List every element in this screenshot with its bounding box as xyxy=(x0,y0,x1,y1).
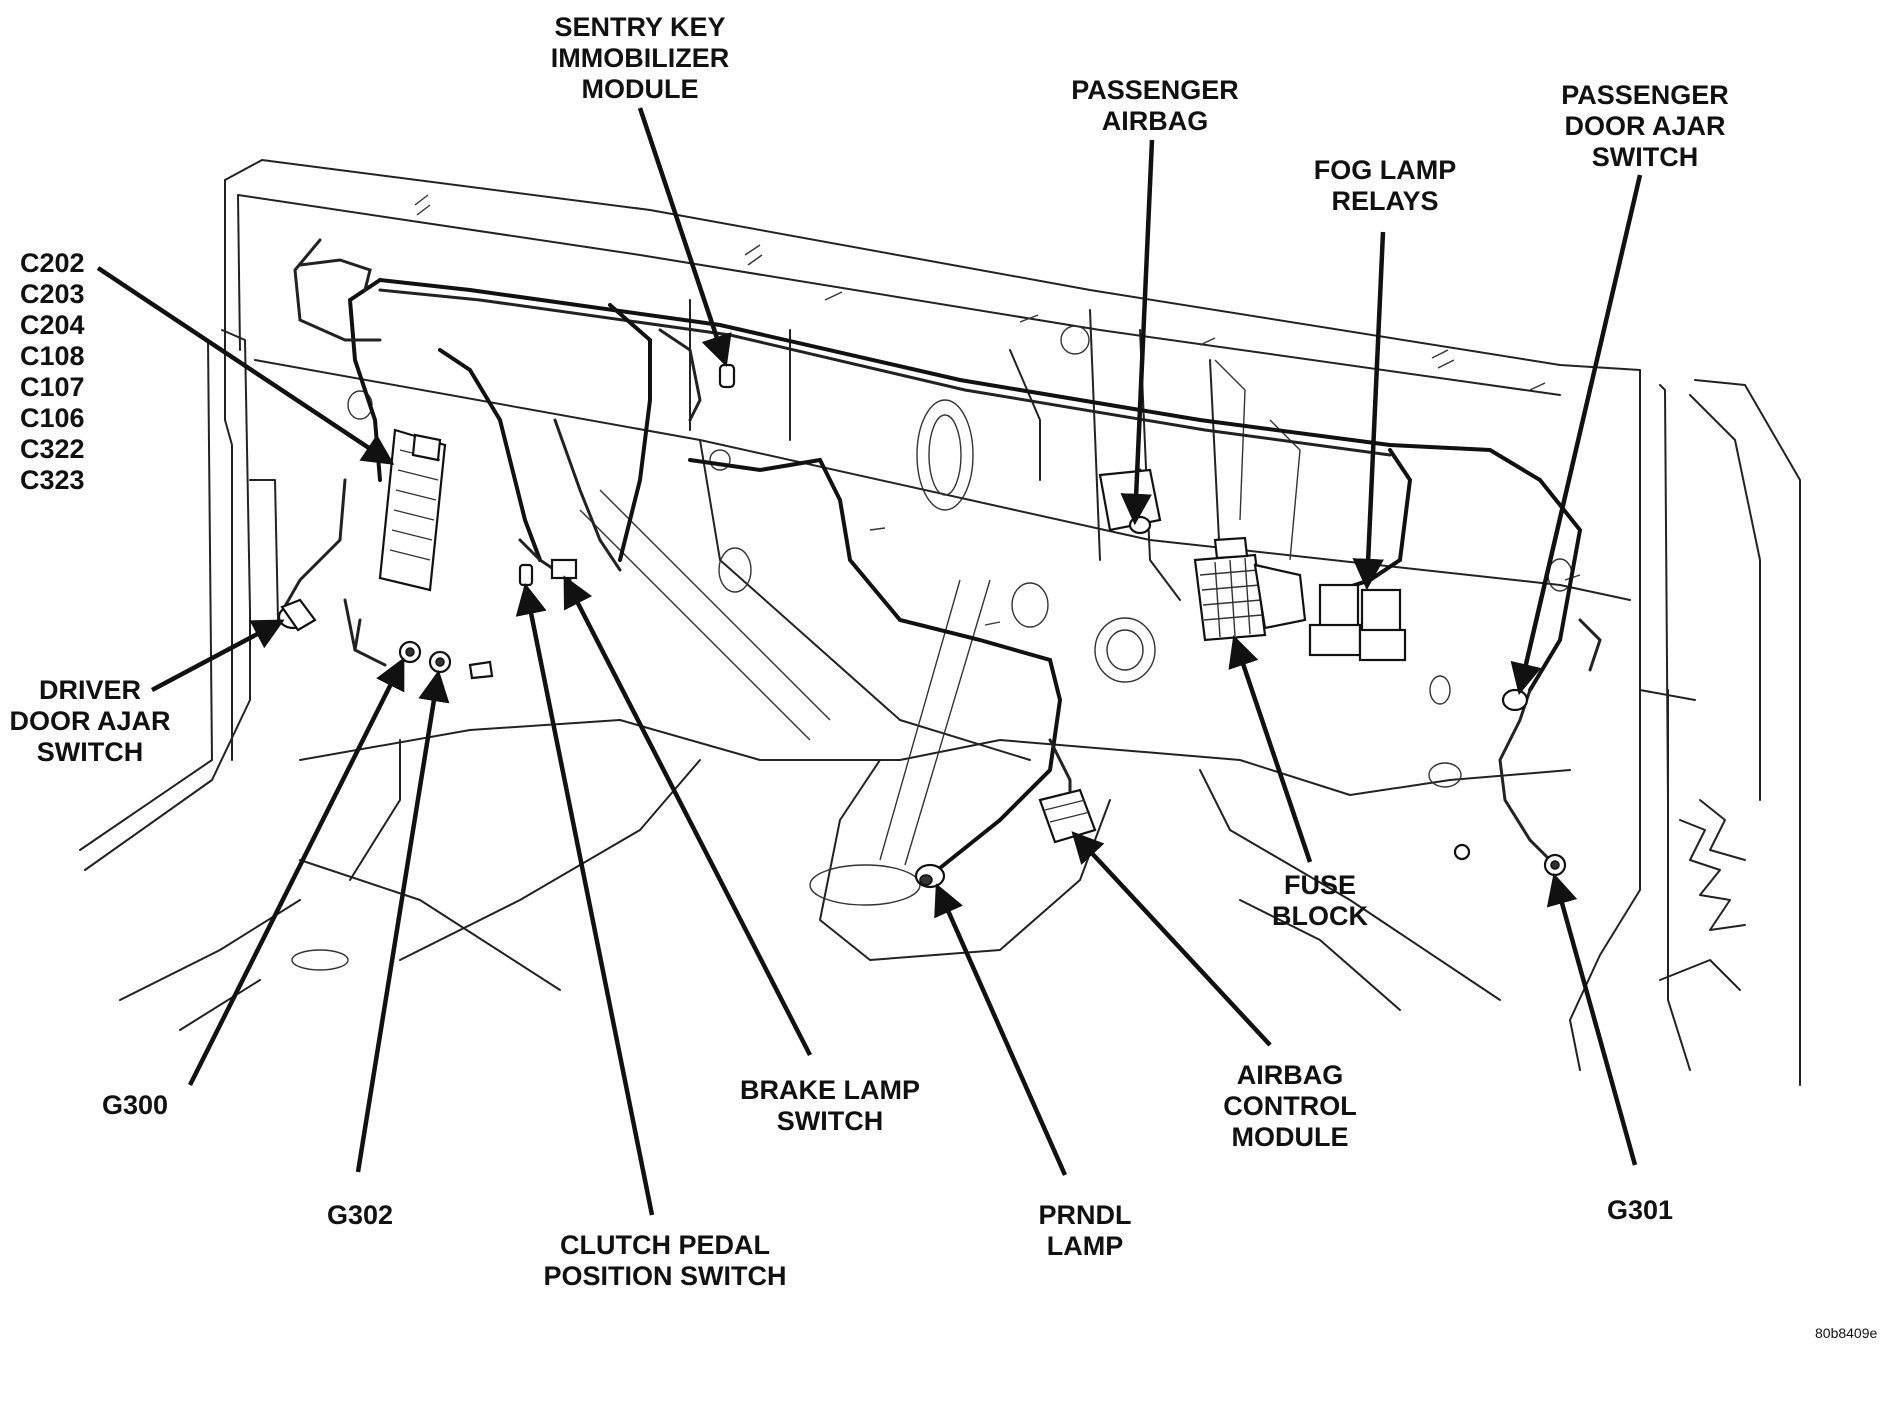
label-connectors: C202 C203 C204 C108 C107 C106 C322 C323 xyxy=(20,248,85,495)
arrow-connectors xyxy=(96,266,395,465)
label-g302: G302 xyxy=(326,1200,394,1230)
label-fog-lamp-relays: FOG LAMP RELAYS xyxy=(1313,155,1457,216)
label-prndl-lamp: PRNDL LAMP xyxy=(1038,1200,1132,1261)
dash-panel-outline xyxy=(79,159,1801,1086)
passenger-airbag xyxy=(1098,468,1162,535)
prndl-lamp xyxy=(914,863,946,889)
wiring-harness xyxy=(278,238,1602,874)
arrow-passenger-door-ajar xyxy=(1510,174,1643,696)
arrow-passenger-airbag xyxy=(1120,139,1155,526)
arrow-g302 xyxy=(355,669,450,1173)
label-clutch-pedal-position-switch: CLUTCH PEDAL POSITION SWITCH xyxy=(543,1230,787,1291)
ground-g300 xyxy=(398,640,422,664)
sentry-key-immobilizer-module xyxy=(718,363,736,389)
arrow-prndl-lamp xyxy=(934,883,1068,1176)
figure-code: 80b8409e xyxy=(1815,1325,1878,1341)
label-fuse-block: FUSE BLOCK xyxy=(1272,870,1368,931)
clutch-pedal-position-switch xyxy=(518,563,534,587)
label-brake-lamp-switch: BRAKE LAMP SWITCH xyxy=(740,1075,920,1136)
components xyxy=(277,363,1567,889)
label-g300: G300 xyxy=(101,1090,169,1120)
leader-arrows xyxy=(96,107,1643,1216)
fuse-block xyxy=(1193,536,1307,642)
fog-lamp-relays xyxy=(1308,583,1407,662)
label-sentry-key-immobilizer-module: SENTRY KEY IMMOBILIZER MODULE xyxy=(550,12,730,104)
ground-g302 xyxy=(428,650,494,680)
driver-door-ajar-switch xyxy=(277,598,317,632)
arrow-fog-lamp-relays xyxy=(1352,231,1386,591)
connector-block xyxy=(378,428,447,592)
arrow-fuse-block xyxy=(1228,635,1313,863)
passenger-door-ajar-switch xyxy=(1501,688,1529,712)
arrow-airbag-control xyxy=(1071,831,1272,1047)
arrow-driver-door-ajar xyxy=(150,619,285,692)
label-passenger-airbag: PASSENGER AIRBAG xyxy=(1071,75,1239,136)
arrow-clutch-pedal xyxy=(515,582,655,1216)
label-passenger-door-ajar-switch: PASSENGER DOOR AJAR SWITCH xyxy=(1561,80,1729,172)
arrow-sentry-key xyxy=(637,107,732,367)
airbag-control-module xyxy=(1038,788,1097,844)
arrow-brake-lamp xyxy=(563,575,813,1057)
arrow-g300 xyxy=(187,657,405,1087)
arrow-g301 xyxy=(1546,872,1638,1166)
brake-lamp-switch xyxy=(550,558,578,580)
label-driver-door-ajar-switch: DRIVER DOOR AJAR SWITCH xyxy=(9,675,171,767)
label-airbag-control-module: AIRBAG CONTROL MODULE xyxy=(1223,1060,1357,1152)
ground-g301 xyxy=(1453,843,1567,877)
label-g301: G301 xyxy=(1606,1195,1674,1225)
